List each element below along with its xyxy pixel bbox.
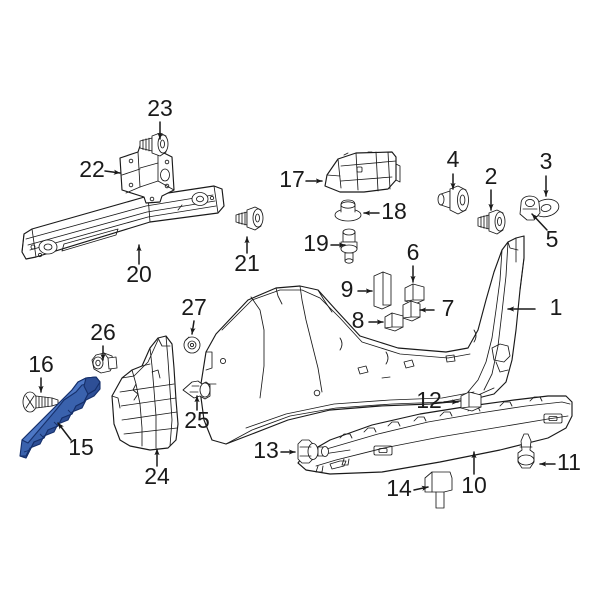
- part-17-absorber-impact[interactable]: [324, 151, 401, 193]
- part-18-grommet-bumper[interactable]: [334, 199, 362, 222]
- callout-label-14[interactable]: 14: [386, 475, 412, 501]
- leader-lines: [38, 121, 556, 491]
- callout-label-3[interactable]: 3: [540, 148, 553, 174]
- callout-label-5[interactable]: 5: [546, 226, 559, 252]
- callout-label-26[interactable]: 26: [90, 319, 116, 345]
- part-21-bolt-flange[interactable]: [235, 206, 264, 231]
- callout-label-7[interactable]: 7: [442, 295, 455, 321]
- callout-label-11[interactable]: 11: [557, 449, 581, 475]
- callout-label-16[interactable]: 16: [28, 351, 54, 377]
- callout-label-22[interactable]: 22: [79, 156, 105, 182]
- callout-label-24[interactable]: 24: [144, 463, 170, 489]
- part-20-reinforcement-beam[interactable]: [21, 185, 225, 260]
- part-24-splash-shield-liner[interactable]: [111, 335, 179, 451]
- part-1-bumper-cover[interactable]: [199, 235, 525, 445]
- leader-line-14: [413, 485, 429, 491]
- callout-label-13[interactable]: 13: [253, 437, 279, 463]
- callout-label-18[interactable]: 18: [381, 198, 407, 224]
- part-9-clip-rectangular-tall[interactable]: [373, 271, 392, 310]
- callout-label-2[interactable]: 2: [485, 163, 498, 189]
- leader-line-5: [531, 213, 548, 231]
- callout-label-20[interactable]: 20: [126, 261, 152, 287]
- part-6-clip-square[interactable]: [404, 283, 425, 305]
- part-5-retainer-clip[interactable]: [519, 195, 541, 221]
- callout-label-27[interactable]: 27: [181, 294, 207, 320]
- callout-label-8[interactable]: 8: [352, 307, 365, 333]
- callout-label-21[interactable]: 21: [234, 250, 260, 276]
- leader-line-22: [104, 169, 121, 175]
- callout-label-6[interactable]: 6: [407, 239, 420, 265]
- leader-line-15: [57, 422, 72, 441]
- callout-label-4[interactable]: 4: [447, 146, 460, 172]
- callout-label-23[interactable]: 23: [147, 95, 173, 121]
- part-2-bolt-flange[interactable]: [477, 209, 506, 235]
- callout-label-17[interactable]: 17: [279, 166, 305, 192]
- part-14-cap-tow-hook-cover[interactable]: [424, 471, 453, 509]
- leader-line-27: [190, 320, 196, 335]
- callout-label-12[interactable]: 12: [416, 387, 442, 413]
- callout-label-19[interactable]: 19: [303, 230, 329, 256]
- part-26-clip-nut[interactable]: [91, 352, 118, 374]
- part-27-grommet-washer[interactable]: [183, 336, 201, 354]
- callout-label-9[interactable]: 9: [341, 276, 354, 302]
- part-22-bumper-mount-bracket[interactable]: [119, 143, 175, 204]
- part-19-bolt-shouldered[interactable]: [340, 228, 358, 264]
- part-12-clip-square[interactable]: [460, 391, 482, 412]
- part-11-push-pin-retainer[interactable]: [517, 433, 535, 469]
- part-7-clip-square[interactable]: [402, 300, 421, 322]
- part-4-bolt-stepped[interactable]: [437, 185, 469, 215]
- part-15-bumper-side-retainer[interactable]: [19, 376, 101, 459]
- callout-label-10[interactable]: 10: [461, 472, 487, 498]
- part-8-clip-square[interactable]: [384, 312, 404, 332]
- callout-label-15[interactable]: 15: [68, 434, 94, 460]
- callout-label-25[interactable]: 25: [184, 407, 210, 433]
- part-13-stud-grommet[interactable]: [297, 439, 329, 464]
- callout-label-1[interactable]: 1: [550, 294, 563, 320]
- part-16-screw-tapping[interactable]: [22, 391, 59, 413]
- part-10-lower-valance[interactable]: [297, 395, 573, 475]
